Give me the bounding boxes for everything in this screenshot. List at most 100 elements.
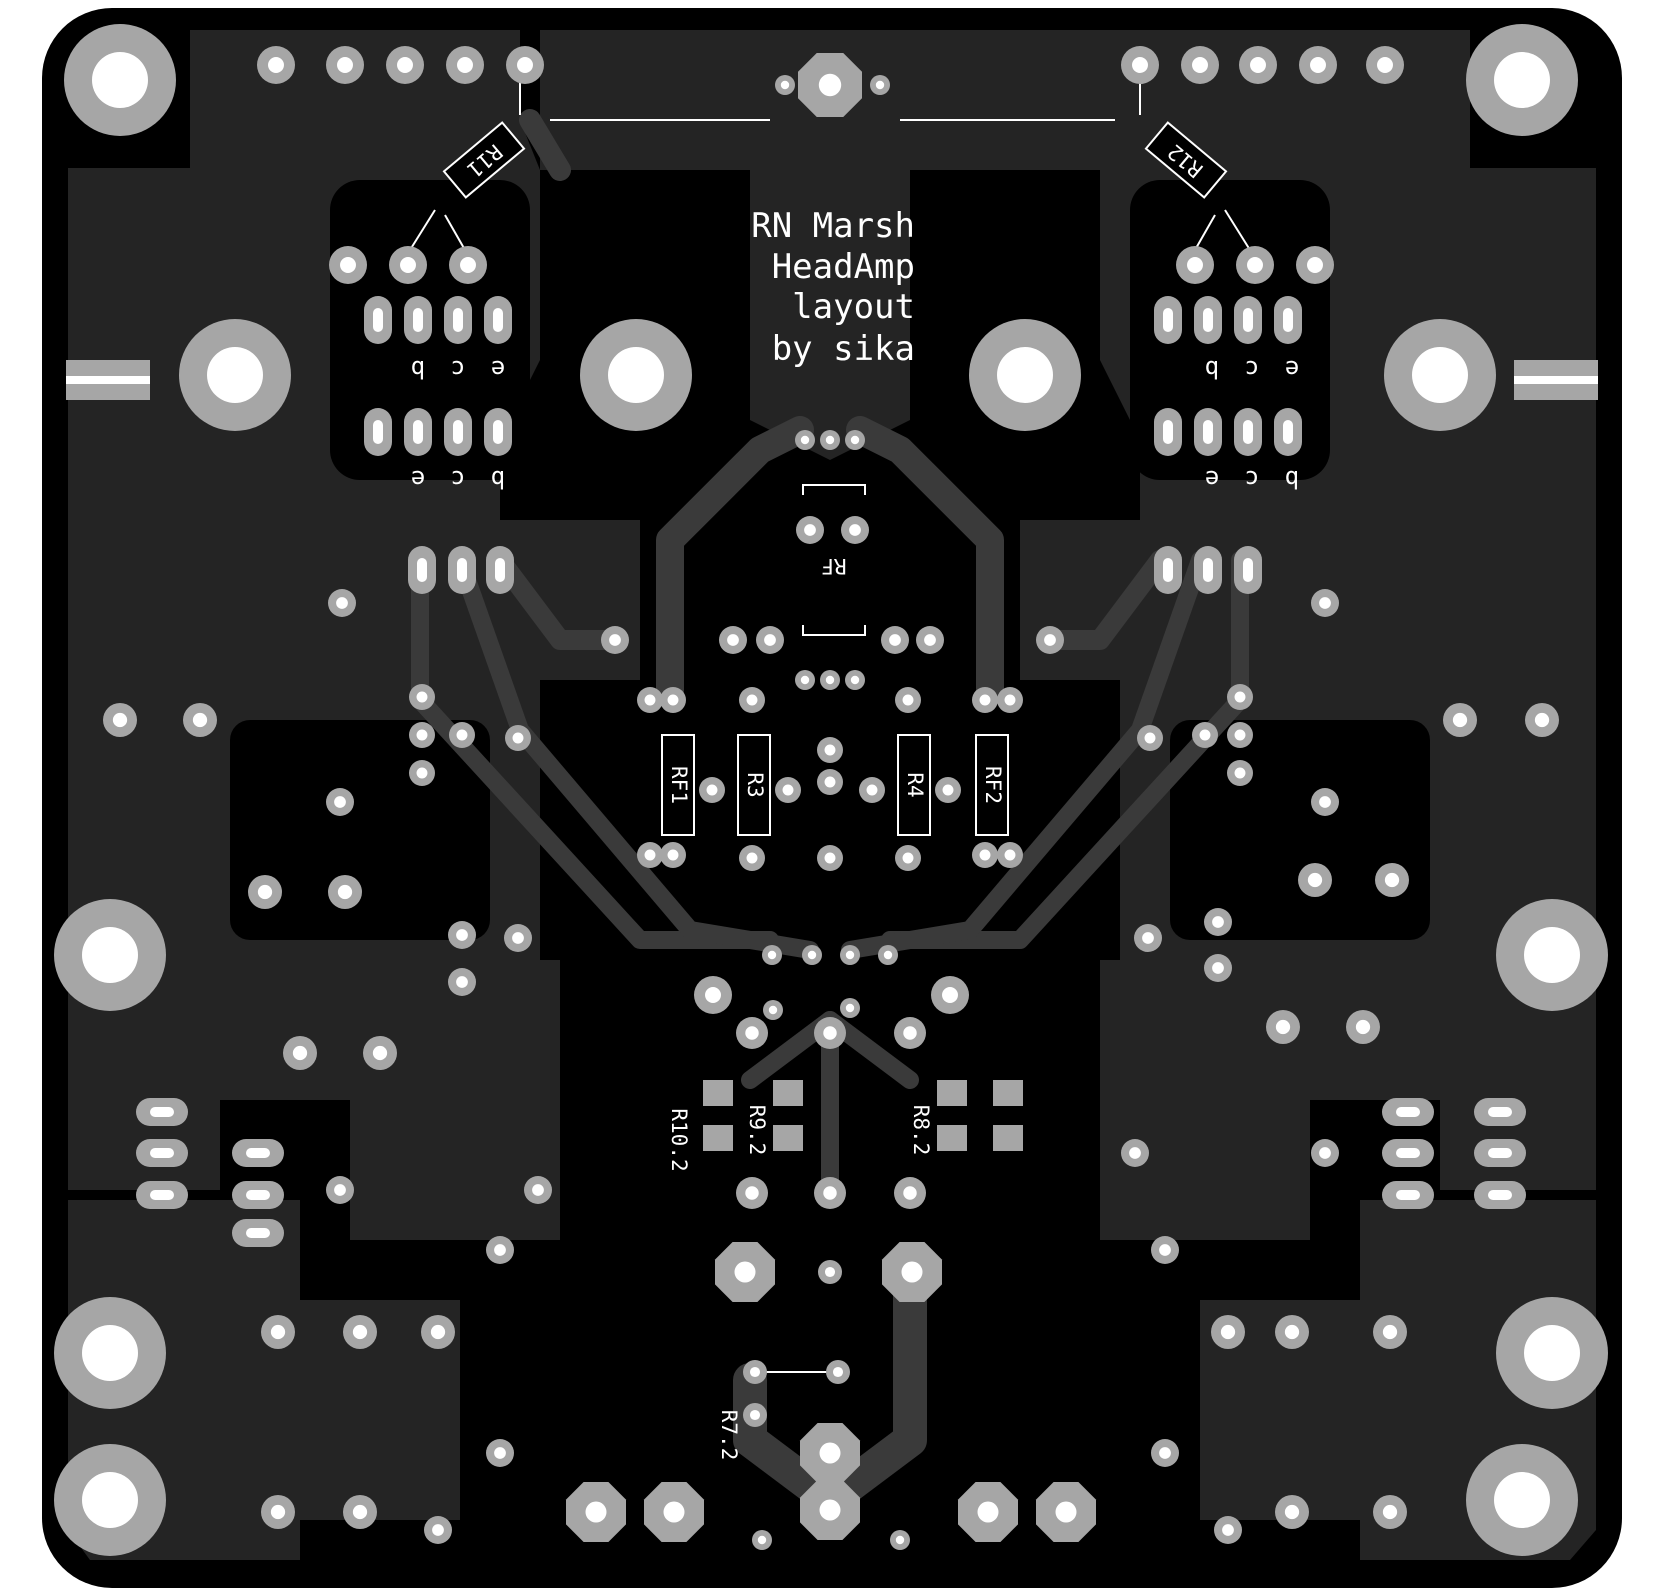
pad-drill <box>875 80 885 90</box>
pad-drill <box>1319 1147 1331 1159</box>
r4-body <box>897 734 931 836</box>
mounting-hole-drill <box>207 347 263 403</box>
pad-drill <box>850 675 860 685</box>
edge-slot-left <box>66 376 150 384</box>
ref-r10-2: R10.2 <box>667 1108 691 1171</box>
pad-drill <box>416 729 428 741</box>
pin-ul-0: b <box>411 355 425 383</box>
pad-drill <box>902 694 914 706</box>
pad-drill <box>337 884 353 900</box>
pad-drill <box>823 1186 837 1200</box>
pad-drill <box>819 1499 841 1521</box>
pin-lr-1: c <box>1245 465 1259 493</box>
trace-left-fan-2 <box>451 551 819 959</box>
pad-drill <box>1382 1504 1398 1520</box>
pad-drill <box>1222 1524 1234 1536</box>
pad-drill <box>416 691 428 703</box>
pad-drill <box>1163 308 1173 332</box>
pad-drill <box>667 849 679 861</box>
pad-drill <box>352 1324 368 1340</box>
pad-drill <box>453 420 463 444</box>
smd-pad-icon <box>703 1080 733 1106</box>
pad-drill <box>1534 712 1550 728</box>
pad-drill <box>1234 729 1246 741</box>
pad-drill <box>800 435 810 445</box>
pad-drill <box>1192 57 1208 73</box>
pad-drill <box>727 634 739 646</box>
pour-left-channel <box>350 960 560 1240</box>
pad-drill <box>1163 420 1173 444</box>
pad-drill <box>246 1190 270 1200</box>
smd-pad-icon <box>937 1125 967 1151</box>
pad-drill <box>818 73 842 97</box>
pad-drill <box>495 558 505 582</box>
pad-drill <box>757 1535 767 1545</box>
pad-drill <box>819 1442 841 1464</box>
pad-drill <box>1129 1147 1141 1159</box>
pad-drill <box>1044 634 1056 646</box>
pad-drill <box>1488 1190 1512 1200</box>
pad-drill <box>1234 767 1246 779</box>
pad-drill <box>734 1261 756 1283</box>
pad-drill <box>1203 420 1213 444</box>
pad-drill <box>1396 1190 1420 1200</box>
pad-drill <box>334 1184 346 1196</box>
pad-drill <box>745 1186 759 1200</box>
title-line-3: layout <box>792 287 915 327</box>
pin-ur-2: e <box>1285 355 1299 383</box>
mounting-hole-drill <box>82 1472 138 1528</box>
pad-drill <box>663 1501 685 1523</box>
pad-drill <box>1243 308 1253 332</box>
pad-drill <box>705 987 721 1003</box>
pad-drill <box>512 732 524 744</box>
pad-drill <box>150 1190 174 1200</box>
pad-drill <box>192 712 208 728</box>
silk-pin-labels: b c e b c e e c b e c b <box>411 355 1299 493</box>
pad-drill <box>517 57 533 73</box>
pad-drill <box>845 950 855 960</box>
pad-drill <box>1488 1148 1512 1158</box>
pour-center-top <box>540 30 1120 460</box>
pad-drill <box>768 1005 778 1015</box>
mounting-hole-drill <box>1494 52 1550 108</box>
pad-drill <box>257 884 273 900</box>
ref-r7-2: R7.2 <box>717 1410 741 1461</box>
pad-drill <box>400 257 416 273</box>
pad-drill <box>1275 1019 1291 1035</box>
pad-drill <box>336 597 348 609</box>
pad-drill <box>1199 729 1211 741</box>
pad-drill <box>1220 1324 1236 1340</box>
silk-rf-bracket-top <box>802 484 866 495</box>
rf2-body <box>975 734 1009 836</box>
pad-drill <box>823 1026 837 1040</box>
pad-drill <box>804 524 816 536</box>
pad-drill <box>824 776 836 788</box>
pad-drill <box>764 634 776 646</box>
pad-drill <box>845 1003 855 1013</box>
rf1-body <box>661 734 695 836</box>
mounting-hole-drill <box>997 347 1053 403</box>
pad-drill <box>895 1535 905 1545</box>
pad-drill <box>1212 916 1224 928</box>
mounting-hole-drill <box>82 927 138 983</box>
pad-drill <box>800 675 810 685</box>
pin-ll-1: c <box>451 465 465 493</box>
pad-drill <box>1004 849 1016 861</box>
pad-drill <box>782 784 794 796</box>
pad-drill <box>340 257 356 273</box>
pad-drill <box>667 694 679 706</box>
pad-drill <box>456 729 468 741</box>
pad-drill <box>780 80 790 90</box>
mounting-hole-drill <box>1494 1472 1550 1528</box>
mounting-hole-drill <box>608 347 664 403</box>
title-line-2: HeadAmp <box>772 247 915 287</box>
r12-body <box>1144 121 1228 199</box>
pin-lr-2: b <box>1285 465 1299 493</box>
pad-drill <box>1004 694 1016 706</box>
pad-drill <box>745 1026 759 1040</box>
pad-drill <box>246 1228 270 1238</box>
pad-drill <box>1203 558 1213 582</box>
pad-drill <box>1142 932 1154 944</box>
pad-drill <box>1132 57 1148 73</box>
